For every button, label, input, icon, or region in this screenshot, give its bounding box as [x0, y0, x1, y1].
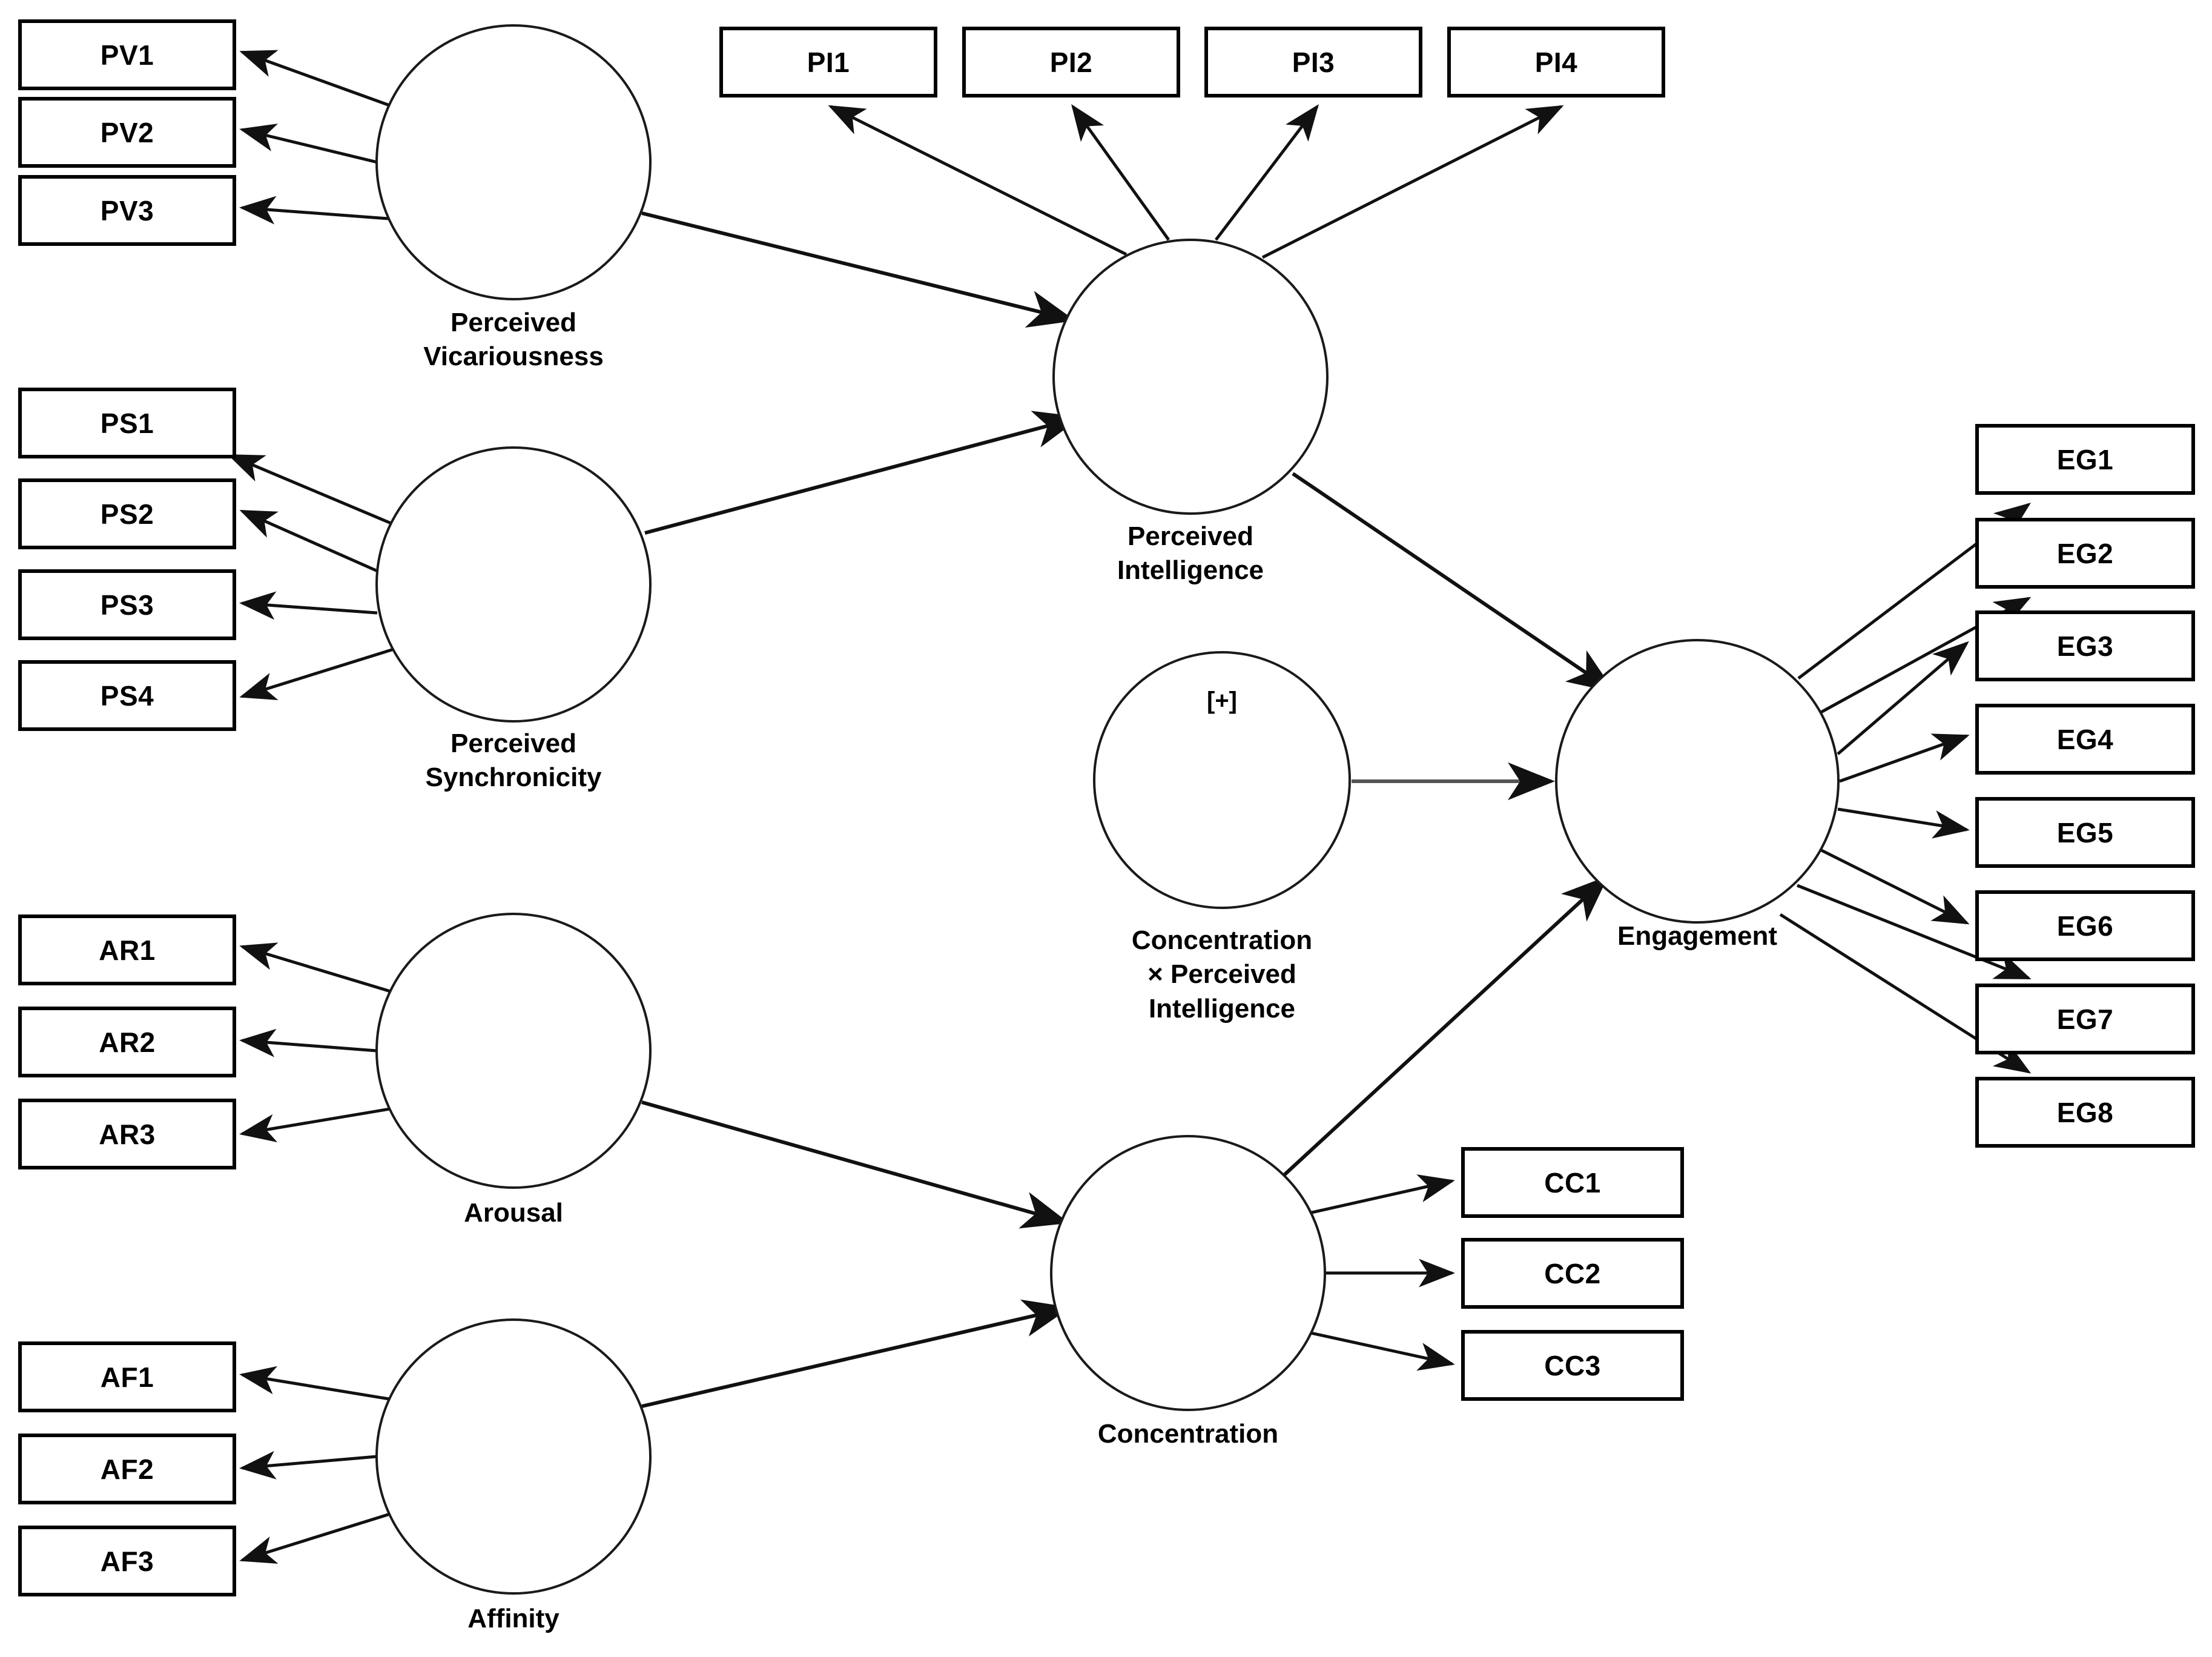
indicator-box-pv2[interactable]: PV2: [18, 97, 236, 168]
indicator-box-af3[interactable]: AF3: [18, 1526, 236, 1596]
path-pi-to-eg: [1292, 472, 1615, 693]
construct-arousal[interactable]: [375, 913, 652, 1189]
construct-label-affinity: Affinity: [467, 1604, 560, 1633]
construct-label-interaction-moderator: Concentration × Perceived Intelligence: [1131, 925, 1313, 1024]
indicator-label: PS1: [100, 407, 154, 439]
indicator-box-ps4[interactable]: PS4: [18, 660, 236, 731]
indicator-box-af2[interactable]: AF2: [18, 1434, 236, 1504]
construct-affinity[interactable]: [375, 1318, 652, 1595]
indicator-label: PI1: [807, 46, 850, 78]
indicator-box-eg8[interactable]: EG8: [1975, 1077, 2195, 1148]
construct-perceived-synchronicity[interactable]: [375, 446, 652, 723]
indicator-box-pv1[interactable]: PV1: [18, 19, 236, 90]
path-pv-to-pi: [641, 211, 1075, 328]
moderator-sign-positive: [+]: [1207, 687, 1237, 714]
path-af-to-cc: [641, 1299, 1071, 1408]
indicator-box-cc1[interactable]: CC1: [1461, 1147, 1684, 1218]
construct-label-perceived-synchronicity: Perceived Synchronicity: [425, 729, 602, 793]
indicator-box-ps2[interactable]: PS2: [18, 478, 236, 549]
indicator-box-pv3[interactable]: PV3: [18, 175, 236, 246]
construct-label-arousal: Arousal: [464, 1198, 563, 1228]
indicator-box-ar2[interactable]: AR2: [18, 1007, 236, 1077]
indicator-box-pi2[interactable]: PI2: [962, 27, 1180, 98]
indicator-label: AF1: [100, 1361, 154, 1393]
indicator-label: PS2: [100, 498, 154, 530]
indicator-box-eg2[interactable]: EG2: [1975, 518, 2195, 589]
indicator-label: AF3: [100, 1545, 154, 1577]
construct-perceived-intelligence[interactable]: [1052, 239, 1329, 515]
indicator-box-eg7[interactable]: EG7: [1975, 984, 2195, 1054]
indicator-label: EG1: [2056, 443, 2114, 475]
construct-label-concentration: Concentration: [1097, 1419, 1279, 1449]
construct-label-perceived-vicariousness: Perceived Vicariousness: [423, 308, 604, 372]
indicator-label: CC2: [1544, 1257, 1601, 1289]
indicator-label: PI4: [1534, 46, 1578, 78]
construct-interaction-moderator[interactable]: [1093, 651, 1351, 909]
indicator-box-eg1[interactable]: EG1: [1975, 424, 2195, 495]
indicator-label: PV3: [100, 194, 154, 227]
indicator-label: EG3: [2056, 630, 2114, 662]
indicator-label: AR1: [99, 934, 156, 966]
indicator-label: PI3: [1292, 46, 1335, 78]
indicator-box-ar1[interactable]: AR1: [18, 914, 236, 985]
construct-concentration[interactable]: [1050, 1135, 1326, 1411]
indicator-box-cc3[interactable]: CC3: [1461, 1330, 1684, 1401]
indicator-label: PS4: [100, 680, 154, 712]
indicator-box-eg6[interactable]: EG6: [1975, 890, 2195, 961]
path-ps-to-pi: [644, 411, 1081, 535]
indicator-label: AR3: [99, 1118, 156, 1150]
indicator-box-ar3[interactable]: AR3: [18, 1099, 236, 1169]
indicator-label: EG5: [2056, 816, 2114, 848]
indicator-label: EG2: [2056, 537, 2114, 569]
indicator-label: PS3: [100, 589, 154, 621]
indicator-label: EG4: [2056, 723, 2114, 755]
path-ar-to-cc: [641, 1100, 1069, 1229]
indicator-label: PI2: [1049, 46, 1093, 78]
construct-engagement[interactable]: [1555, 639, 1840, 924]
indicator-box-pi1[interactable]: PI1: [719, 27, 937, 98]
indicator-box-eg5[interactable]: EG5: [1975, 797, 2195, 868]
indicator-label: EG6: [2056, 910, 2114, 942]
indicator-box-pi3[interactable]: PI3: [1204, 27, 1422, 98]
indicator-label: AF2: [100, 1453, 154, 1485]
indicator-label: AR2: [99, 1026, 156, 1058]
indicator-label: PV2: [100, 116, 154, 148]
indicator-box-cc2[interactable]: CC2: [1461, 1238, 1684, 1309]
indicator-label: CC3: [1544, 1349, 1601, 1381]
indicator-label: EG8: [2056, 1096, 2114, 1128]
indicator-label: PV1: [100, 39, 154, 71]
construct-label-perceived-intelligence: Perceived Intelligence: [1117, 521, 1264, 586]
indicator-box-ps3[interactable]: PS3: [18, 569, 236, 640]
indicator-label: CC1: [1544, 1166, 1601, 1199]
path-cc-to-eg: [1276, 875, 1609, 1183]
indicator-box-eg4[interactable]: EG4: [1975, 704, 2195, 775]
indicator-box-pi4[interactable]: PI4: [1447, 27, 1665, 98]
construct-label-engagement: Engagement: [1617, 921, 1778, 951]
structural-paths: [641, 211, 1615, 1408]
construct-perceived-vicariousness[interactable]: [375, 24, 652, 300]
indicator-label: EG7: [2056, 1003, 2114, 1035]
indicator-box-eg3[interactable]: EG3: [1975, 610, 2195, 681]
indicator-box-ps1[interactable]: PS1: [18, 388, 236, 458]
indicator-box-af1[interactable]: AF1: [18, 1341, 236, 1412]
